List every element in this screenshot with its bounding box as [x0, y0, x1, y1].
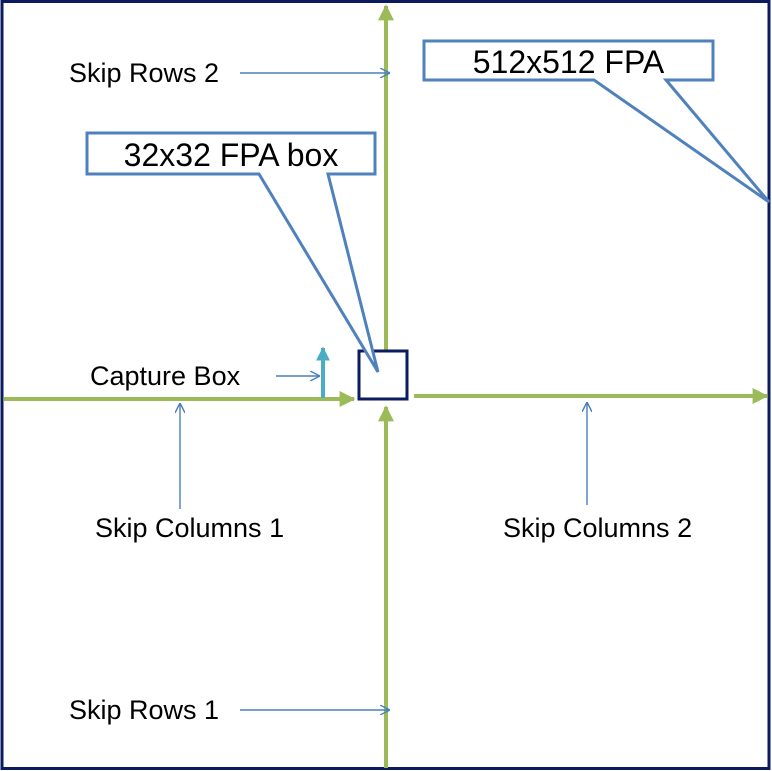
fpa-32-box: [357, 349, 409, 401]
callout-512-fpa-shape: [422, 39, 771, 204]
label-skip-columns-2: Skip Columns 2: [503, 513, 693, 543]
label-skip-rows-1: Skip Rows 1: [69, 695, 220, 725]
callout-32-fpa-box-shape: [85, 131, 380, 373]
label-skip-rows-2: Skip Rows 2: [69, 58, 220, 88]
callout-512-fpa-label: 512x512 FPA: [472, 44, 665, 80]
callout-32-fpa-box-label: 32x32 FPA box: [123, 137, 339, 173]
label-skip-columns-1: Skip Columns 1: [95, 513, 285, 543]
label-capture-box: Capture Box: [90, 361, 241, 391]
